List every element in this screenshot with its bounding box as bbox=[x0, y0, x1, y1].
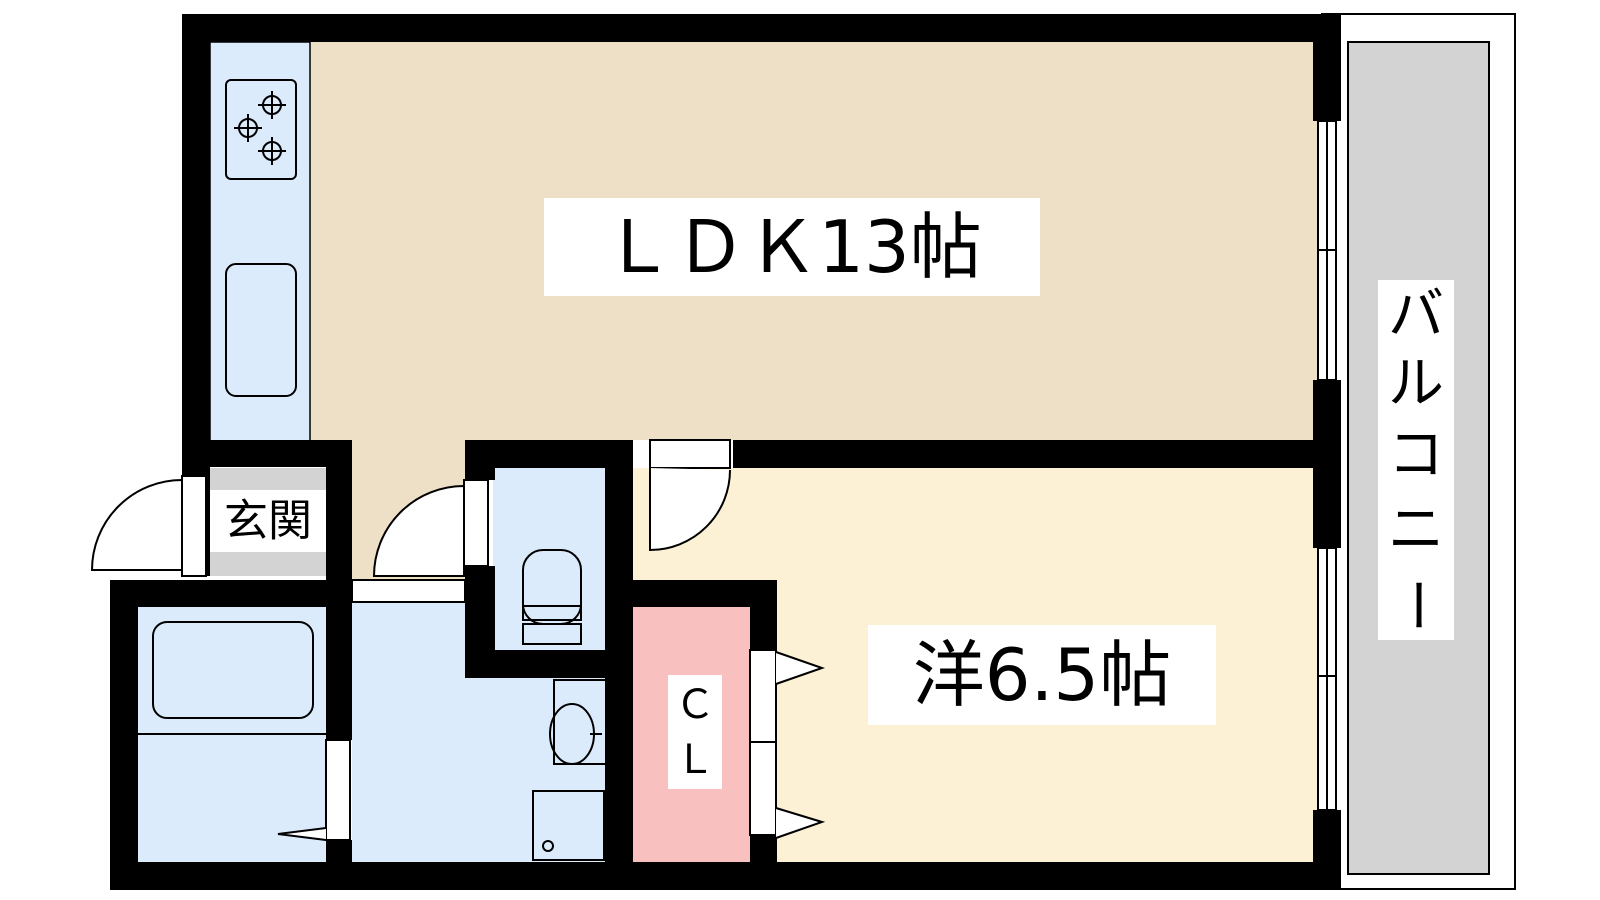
svg-text:ル: ル bbox=[1388, 352, 1444, 417]
svg-text:洋6.5帖: 洋6.5帖 bbox=[913, 633, 1172, 717]
balcony bbox=[1321, 13, 1516, 890]
sink-icon bbox=[225, 263, 297, 397]
walls bbox=[110, 14, 1341, 890]
svg-text:バ: バ bbox=[1388, 283, 1444, 348]
svg-text:ニ: ニ bbox=[1388, 498, 1444, 563]
ldk-label: ＬＤＫ13帖 bbox=[544, 198, 1040, 296]
entrance-label: 玄関 bbox=[224, 496, 312, 547]
balcony-label: バ ル コ ニ ー bbox=[1384, 283, 1449, 634]
windows bbox=[1317, 120, 1337, 811]
entrance-step bbox=[210, 490, 328, 552]
western-room-label: 洋6.5帖 bbox=[868, 625, 1216, 725]
stove-burner-icon bbox=[234, 91, 286, 165]
svg-text:Ｃ: Ｃ bbox=[675, 682, 715, 728]
wet-area bbox=[138, 468, 608, 862]
svg-text:玄関: 玄関 bbox=[224, 496, 312, 547]
svg-text:ー: ー bbox=[1384, 577, 1449, 633]
svg-text:コ: コ bbox=[1388, 423, 1444, 488]
toilet-icon bbox=[522, 549, 582, 645]
svg-text:ＬＤＫ13帖: ＬＤＫ13帖 bbox=[602, 205, 982, 289]
closet-label: Ｃ Ｌ bbox=[668, 675, 722, 789]
svg-text:Ｌ: Ｌ bbox=[675, 737, 715, 783]
doors bbox=[90, 439, 826, 841]
bathtub-icon bbox=[152, 621, 314, 719]
washing-machine-icon bbox=[532, 790, 605, 861]
kitchen-counter bbox=[209, 41, 311, 443]
